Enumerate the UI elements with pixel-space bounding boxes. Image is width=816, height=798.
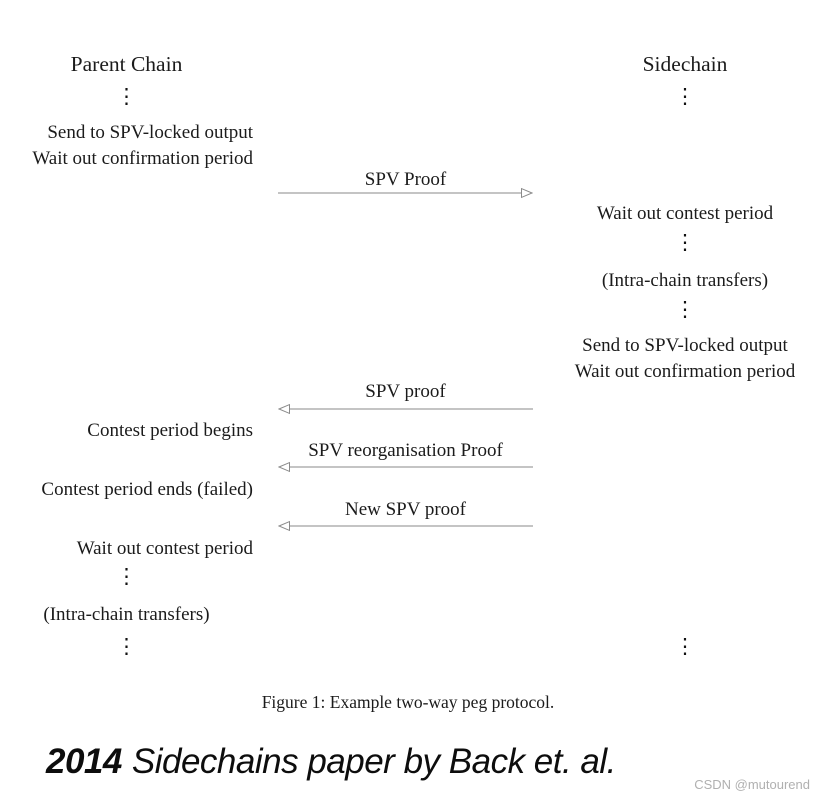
sidechain-wait-confirmation-period: Wait out confirmation period [574,361,796,382]
slide-title-year: 2014 [46,742,122,781]
parent-contest-period-ends-failed: Contest period ends (failed) [41,479,253,500]
message-label-new-spv-proof: New SPV proof [344,499,467,520]
ellipsis-right-mid1: ⋮ [556,230,814,254]
ellipsis-right-mid2: ⋮ [556,297,814,321]
message-label-spv-reorganisation-proof: SPV reorganisation Proof [308,440,503,461]
ellipsis-left-bottom: ⋮ [0,634,253,658]
parent-wait-contest-period: Wait out contest period [76,538,253,559]
ellipsis-left-top: ⋮ [0,84,253,108]
vertical-dots-glyph: ⋮ [674,84,696,108]
spv-proof-arrow-1 [278,187,533,199]
vertical-dots-glyph: ⋮ [674,634,696,658]
arrow-left-icon [278,461,533,473]
sidechain-send-spv-locked-output: Send to SPV-locked output [582,335,788,356]
message-label-spv-proof-1: SPV Proof [364,169,447,190]
vertical-dots-glyph: ⋮ [674,230,696,254]
ellipsis-right-bottom: ⋮ [556,634,814,658]
sidechain-intra-chain-transfers: (Intra-chain transfers) [601,270,769,291]
slide-title-text: Sidechains paper by Back et. al. [131,742,617,781]
ellipsis-left-mid: ⋮ [0,564,253,588]
csdn-watermark: CSDN @mutourend [694,777,810,792]
arrow-left-icon [278,403,533,415]
new-spv-proof-arrow [278,520,533,532]
ellipsis-right-top: ⋮ [556,84,814,108]
vertical-dots-glyph: ⋮ [116,84,137,108]
vertical-dots-glyph: ⋮ [116,634,137,658]
spv-proof-arrow-2 [278,403,533,415]
vertical-dots-glyph: ⋮ [116,564,137,588]
vertical-dots-glyph: ⋮ [674,297,696,321]
sidechain-wait-contest-period: Wait out contest period [596,203,774,224]
parent-send-spv-locked-output: Send to SPV-locked output [47,122,253,143]
arrow-right-icon [278,187,533,199]
arrow-left-icon [278,520,533,532]
figure-caption: Figure 1: Example two-way peg protocol. [261,692,555,712]
parent-wait-confirmation-period: Wait out confirmation period [32,148,253,169]
parent-chain-title: Parent Chain [70,52,183,76]
sidechain-title: Sidechain [642,52,728,76]
spv-reorganisation-arrow [278,461,533,473]
message-label-spv-proof-2: SPV proof [365,381,446,402]
parent-contest-period-begins: Contest period begins [87,420,253,441]
parent-intra-chain-transfers: (Intra-chain transfers) [43,604,210,625]
